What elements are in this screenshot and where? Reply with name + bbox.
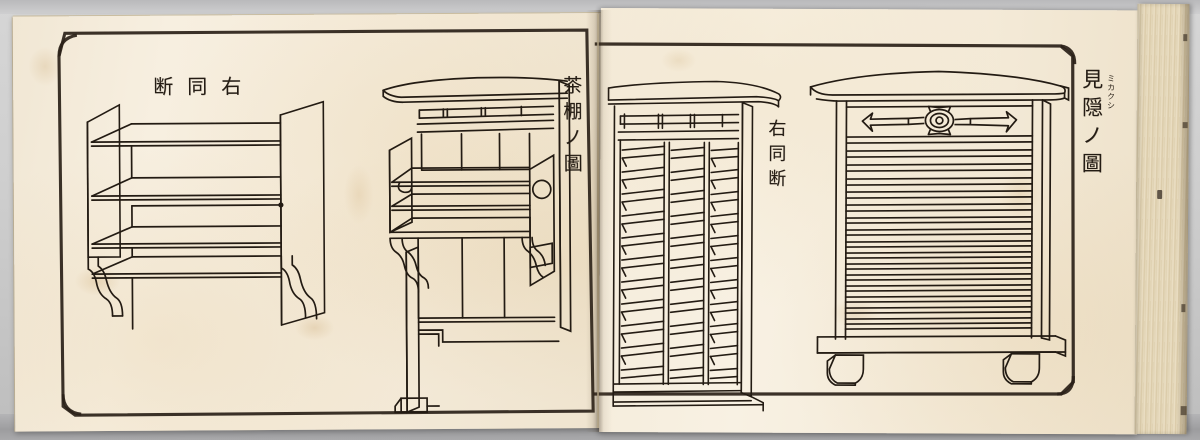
printed-frame-left (57, 28, 595, 417)
left-page-title-label: 断同右 (153, 74, 256, 99)
right-page-side-label-furigana: ミカクシ (1106, 74, 1116, 111)
edge-fleck (1180, 406, 1187, 416)
right-page-title-label: 右同断 (765, 118, 787, 194)
left-page-side-label: 茶棚ノ圖 (560, 75, 583, 180)
fore-edge-mark (1157, 189, 1163, 200)
right-page-side-label: 見隠ノ圖 (1079, 68, 1104, 181)
decorative-metal-fitting-icon (861, 105, 1018, 136)
printed-frame-right (593, 42, 1077, 396)
figure-louvered-screen-section (607, 80, 782, 412)
peg-dot (278, 202, 284, 208)
figure-tea-shelf-section (382, 76, 572, 414)
figure-staggered-shelf-section (86, 100, 326, 330)
fore-edge-page-block (1134, 3, 1190, 435)
gutter-fold-line (597, 14, 599, 428)
right-page: 右同断 見隠ノ圖 ミカクシ (593, 8, 1139, 435)
edge-fleck (1182, 122, 1188, 129)
edge-fleck (1183, 34, 1188, 42)
edge-fleck (1181, 304, 1186, 313)
figure-mikakushi-elevation (809, 70, 1070, 386)
left-page: 断同右 茶棚ノ圖 (12, 13, 604, 432)
